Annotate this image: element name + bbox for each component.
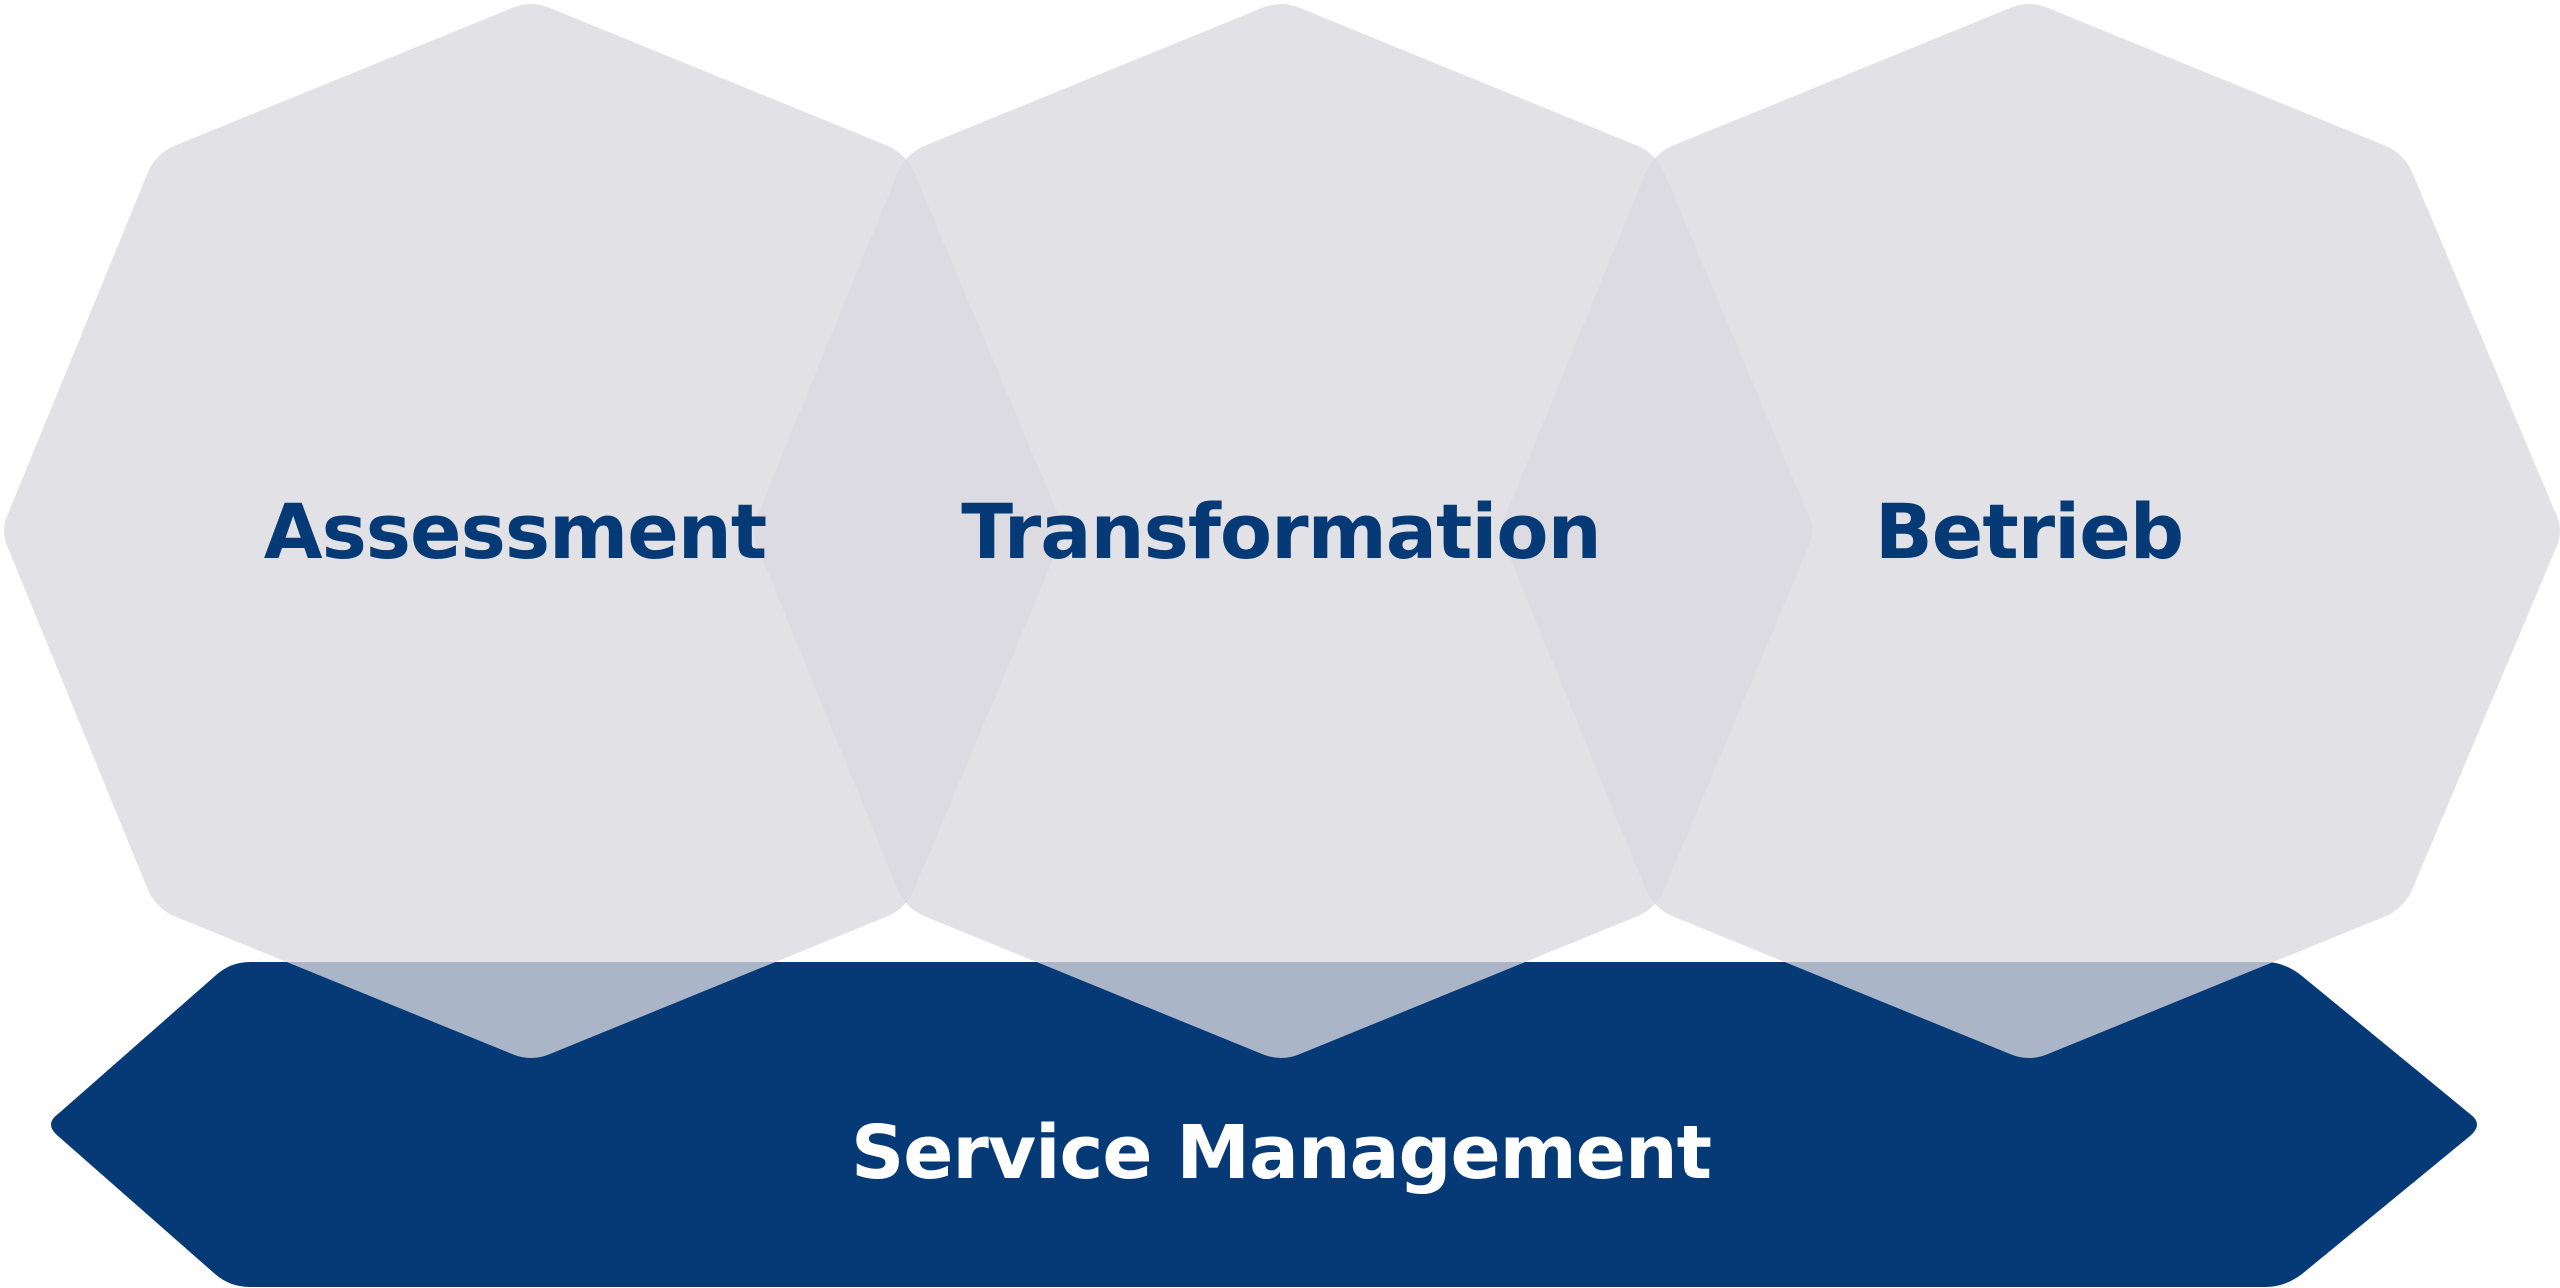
service-management-label: Service Management	[851, 1110, 1711, 1196]
stage-label-assessment: Assessment	[264, 487, 766, 576]
stage-label-transformation: Transformation	[961, 487, 1601, 576]
hexagon-betrieb	[1502, 4, 2560, 1058]
hexagon-assessment	[4, 4, 1062, 1058]
service-management-bar	[51, 962, 2477, 1287]
hexagon-transformation	[754, 4, 1812, 1058]
stage-label-betrieb: Betrieb	[1875, 487, 2183, 576]
stage-shapes	[4, 4, 2560, 1058]
